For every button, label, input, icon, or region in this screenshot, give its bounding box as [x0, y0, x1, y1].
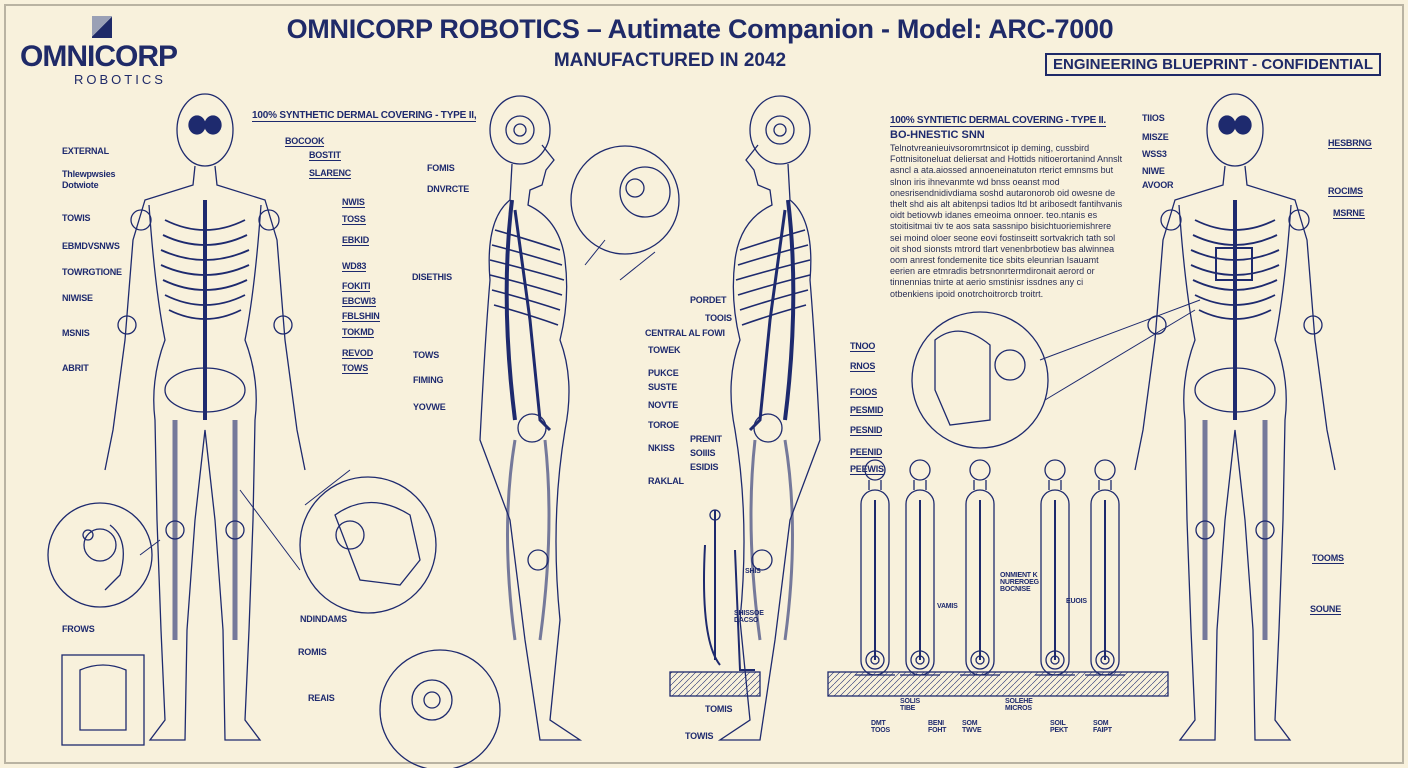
side2-label: TNOO: [850, 341, 876, 352]
front-label: NWIS: [342, 197, 365, 208]
side2-label: NKISS: [648, 443, 675, 453]
rear-label: SOUNE: [1310, 604, 1342, 615]
front-label: NDINDAMS: [300, 614, 347, 624]
rear-label: WSS3: [1142, 149, 1167, 159]
side2-label: CENTRAL AL FOWI: [645, 328, 725, 338]
side-label: YOVWE: [413, 402, 446, 412]
front-label: TOSS: [342, 214, 366, 225]
side2-label: PESMID: [850, 405, 884, 416]
logo-subtitle: ROBOTICS: [74, 72, 166, 87]
spec-body: Telnotvreanieuivsoromrtnsicot ip deming,…: [890, 143, 1123, 299]
stand-label: SOIL PEKT: [1050, 720, 1068, 734]
front-label: FROWS: [62, 624, 95, 634]
rear-label: MISZE: [1142, 132, 1169, 142]
side2-label: FOIOS: [850, 387, 878, 398]
stand-label: EUOIS: [1066, 598, 1087, 605]
stand-label: SOM TWVE: [962, 720, 982, 734]
side-label: DISETHIS: [412, 272, 452, 282]
front-label: EBCWI3: [342, 296, 376, 307]
side-label: TOWS: [413, 350, 440, 360]
front-label: BOCOOK: [285, 136, 325, 147]
side2-label: PORDET: [690, 295, 727, 305]
dermal-covering-label: 100% SYNTHETIC DERMAL COVERING - TYPE II…: [252, 110, 477, 122]
front-label: NIWISE: [62, 293, 93, 303]
front-label: REVOD: [342, 348, 374, 359]
stand-label: SOLIS TIBE: [900, 698, 921, 712]
front-label: TOWRGTIONE: [62, 267, 122, 277]
rear-label: NIWE: [1142, 166, 1165, 176]
rear-view-figure: [1135, 94, 1335, 740]
side2-label: TOOIS: [705, 313, 732, 323]
side-label: FIMING: [413, 375, 444, 385]
side2-label: TOROE: [648, 420, 679, 430]
side-view-figure: [478, 94, 582, 742]
front-label: FOKITI: [342, 281, 371, 292]
rear-label: TOOMS: [1312, 553, 1344, 564]
front-label: TOKMD: [342, 327, 374, 338]
front-label: SLARENC: [309, 168, 352, 179]
side-label: TOWIS: [685, 731, 714, 741]
rear-label: MSRNE: [1333, 208, 1365, 219]
side-label: TOMIS: [705, 704, 733, 714]
rear-control-panel: [1215, 247, 1253, 281]
blueprint-frame: [4, 4, 1404, 764]
side-label: DNVRCTE: [427, 184, 470, 194]
stand-label: VAMIS: [937, 603, 958, 610]
detail-circles: [47, 145, 1049, 768]
side2-label: PEENID: [850, 447, 883, 458]
side2-label: RAKLAL: [648, 476, 684, 486]
front-label: Dotwiote: [62, 180, 99, 190]
front-label: EBMDVSNWS: [62, 241, 120, 251]
side2-label: RNOS: [850, 361, 876, 372]
spec-subheading: BO-HNESTIC SNN: [890, 129, 985, 141]
stand-label: SOLEHE MICROS: [1005, 698, 1033, 712]
component-stands: [703, 459, 1126, 676]
front-view-figure: [105, 94, 305, 740]
front-label: ROMIS: [298, 647, 327, 657]
rear-label: TIIOS: [1142, 113, 1165, 123]
front-label: TOWIS: [62, 213, 91, 223]
side2-label: PRENIT: [690, 434, 722, 444]
side2-label: SOIIIS: [690, 448, 716, 458]
front-label: BOSTIT: [309, 150, 341, 161]
stand-label: SHISSOE DACSO: [734, 610, 764, 624]
rear-label: HESBRNG: [1328, 138, 1372, 149]
stand-label: BENI FOHT: [928, 720, 947, 734]
front-label: FBLSHIN: [342, 311, 380, 322]
page-subtitle: MANUFACTURED IN 2042: [553, 50, 787, 71]
side-label: FOMIS: [427, 163, 455, 173]
side2-label: ESIDIS: [690, 462, 719, 472]
rear-label: AVOOR: [1142, 180, 1174, 190]
front-label: EBKID: [342, 235, 370, 246]
logo-mark-icon: [92, 16, 112, 38]
confidential-badge: ENGINEERING BLUEPRINT - CONFIDENTIAL: [1045, 53, 1382, 76]
side-view-figure-mirrored: [718, 94, 822, 742]
side2-label: PUKCE: [648, 368, 679, 378]
front-label: TOWS: [342, 363, 369, 374]
rear-label: ROCIMS: [1328, 186, 1363, 197]
page-title: OMNICORP ROBOTICS – Autimate Companion -…: [286, 14, 1114, 44]
spec-heading: 100% SYNTIETIC DERMAL COVERING - TYPE II…: [890, 115, 1106, 127]
spec-description: 100% SYNTIETIC DERMAL COVERING - TYPE II…: [890, 110, 1124, 300]
side2-label: SUSTE: [648, 382, 678, 392]
side2-label: NOVTE: [648, 400, 679, 410]
stand-label: SHIS: [745, 568, 761, 575]
logo-name: OMNICORP: [20, 40, 178, 73]
front-label: MSNIS: [62, 328, 90, 338]
stand-label: SOM FAIPT: [1093, 720, 1112, 734]
front-label: WD83: [342, 261, 367, 272]
stand-label: ONMIENT K NUREROEG BOCNISE: [1000, 572, 1039, 593]
side2-label: PESNID: [850, 425, 883, 436]
front-label: Thlewpwsies: [62, 169, 116, 179]
front-label: EXTERNAL: [62, 146, 109, 156]
stand-label: DMT TOOS: [871, 720, 890, 734]
side2-label: PEEWIS: [850, 464, 884, 475]
front-label: REAIS: [308, 693, 335, 703]
front-label: ABRIT: [62, 363, 89, 373]
side2-label: TOWEK: [648, 345, 681, 355]
